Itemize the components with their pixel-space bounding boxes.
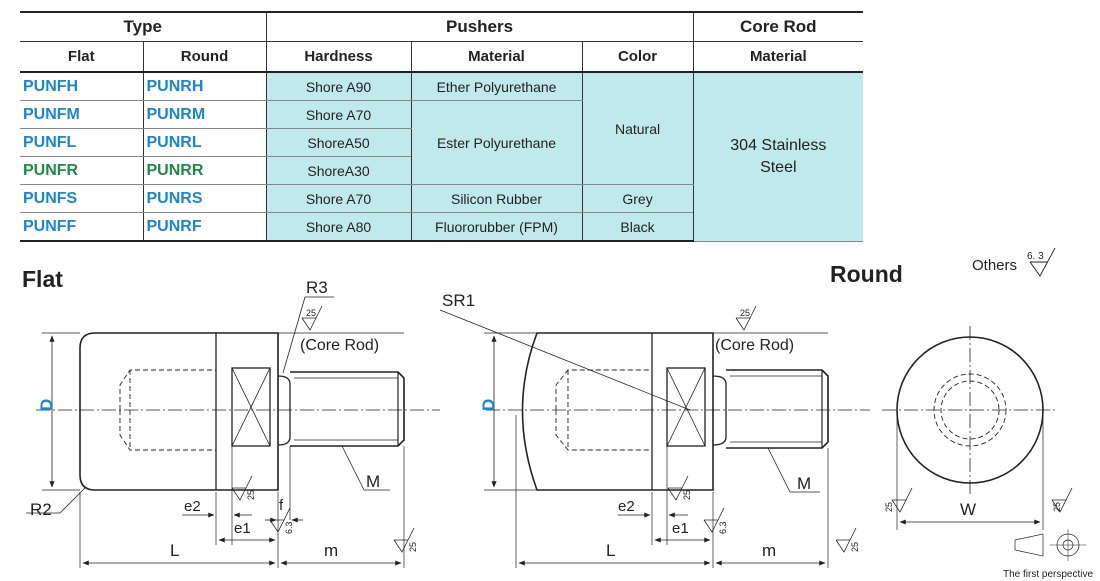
- spec-table: Type Pushers Core Rod Flat Round Hardnes…: [20, 11, 864, 242]
- dim-w: W: [960, 500, 976, 519]
- col-material: Material: [410, 41, 583, 73]
- material-cell: Fluororubber (FPM): [410, 212, 583, 242]
- hardness-cell: Shore A90: [265, 72, 412, 101]
- col-hardness: Hardness: [265, 41, 412, 73]
- header-pushers: Pushers: [265, 11, 694, 42]
- flat-code: PUNFR: [20, 156, 143, 185]
- core-rod-line2: Steel: [760, 158, 797, 176]
- round-code: PUNRL: [142, 128, 267, 157]
- hardness-cell: Shore A80: [265, 212, 412, 242]
- round-code: PUNRM: [142, 100, 267, 129]
- dim-d: D: [479, 399, 498, 411]
- projection-note: The first perspective: [1003, 569, 1093, 580]
- roughness-25: 25: [408, 542, 418, 552]
- others-label: Others: [972, 257, 1017, 274]
- flat-code: PUNFH: [20, 72, 143, 101]
- hardness-cell: ShoreA50: [265, 128, 412, 157]
- table-row: PUNFM PUNRM Shore A70 Ester Polyurethane: [20, 100, 863, 185]
- dim-e1: e1: [234, 520, 251, 537]
- roughness-25: 25: [306, 308, 316, 318]
- material-cell: Ether Polyurethane: [410, 72, 583, 101]
- round-code: PUNRF: [142, 212, 267, 242]
- dim-e2: e2: [184, 498, 201, 515]
- dim-e2: e2: [618, 498, 635, 515]
- roughness-25: 25: [884, 502, 894, 512]
- dim-r3: R3: [306, 278, 328, 297]
- header-core-rod: Core Rod: [692, 11, 864, 42]
- color-cell: Black: [581, 212, 694, 242]
- dim-m: m: [324, 541, 338, 560]
- round-view: [439, 305, 870, 568]
- table-row: PUNFH PUNRH Shore A90 Ether Polyurethane…: [20, 72, 864, 242]
- dim-e1: e1: [672, 520, 689, 537]
- hardness-cell: Shore A70: [265, 100, 412, 129]
- round-code: PUNRH: [142, 72, 267, 101]
- col-round: Round: [142, 41, 267, 73]
- end-view: [882, 247, 1086, 561]
- roughness-25: 25: [246, 490, 256, 500]
- dim-m: m: [762, 541, 776, 560]
- header-type: Type: [20, 11, 267, 42]
- color-cell: Grey: [581, 184, 694, 213]
- dim-sr1: SR1: [442, 291, 475, 310]
- roughness-63: 6.3: [284, 521, 294, 534]
- flat-title: Flat: [22, 266, 63, 292]
- color-cell: Natural: [581, 72, 694, 185]
- dim-l: L: [170, 541, 179, 560]
- table-row: PUNFL PUNRL ShoreA50: [20, 128, 863, 157]
- core-rod-line1: 304 Stainless: [730, 136, 827, 154]
- roughness-25: 25: [850, 542, 860, 552]
- flat-view: [26, 296, 440, 568]
- roughness-25: 25: [740, 308, 750, 318]
- flat-code: PUNFF: [20, 212, 143, 242]
- flat-code: PUNFL: [20, 128, 143, 157]
- roughness-25: 25: [1052, 502, 1062, 512]
- round-code: PUNRR: [142, 156, 267, 185]
- others-roughness: 6. 3: [1027, 251, 1044, 262]
- flat-code: PUNFS: [20, 184, 143, 213]
- table-row: PUNFS PUNRS Shore A70 Silicon Rubber Gre…: [20, 184, 863, 213]
- core-rod-label: (Core Rod): [300, 337, 379, 354]
- col-flat: Flat: [20, 41, 143, 73]
- round-title: Round: [830, 261, 903, 287]
- roughness-63: 6.3: [718, 521, 728, 534]
- dim-thread-m: M: [797, 474, 811, 493]
- material-cell: Silicon Rubber: [410, 184, 583, 213]
- roughness-25: 25: [682, 490, 692, 500]
- col-core-material: Material: [692, 41, 864, 73]
- hardness-cell: Shore A70: [265, 184, 412, 213]
- col-color: Color: [581, 41, 694, 73]
- material-cell: Ester Polyurethane: [410, 100, 583, 185]
- core-rod-label: (Core Rod): [715, 337, 794, 354]
- flat-code: PUNFM: [20, 100, 143, 129]
- hardness-cell: ShoreA30: [265, 156, 412, 185]
- table-row: PUNFF PUNRF Shore A80 Fluororubber (FPM)…: [20, 212, 863, 242]
- round-code: PUNRS: [142, 184, 267, 213]
- dim-f: f: [279, 497, 284, 514]
- dim-d: D: [37, 399, 56, 411]
- table-row: PUNFR PUNRR ShoreA30: [20, 156, 863, 185]
- dim-l: L: [606, 541, 615, 560]
- dim-thread-m: M: [366, 472, 380, 491]
- dim-r2: R2: [30, 500, 52, 519]
